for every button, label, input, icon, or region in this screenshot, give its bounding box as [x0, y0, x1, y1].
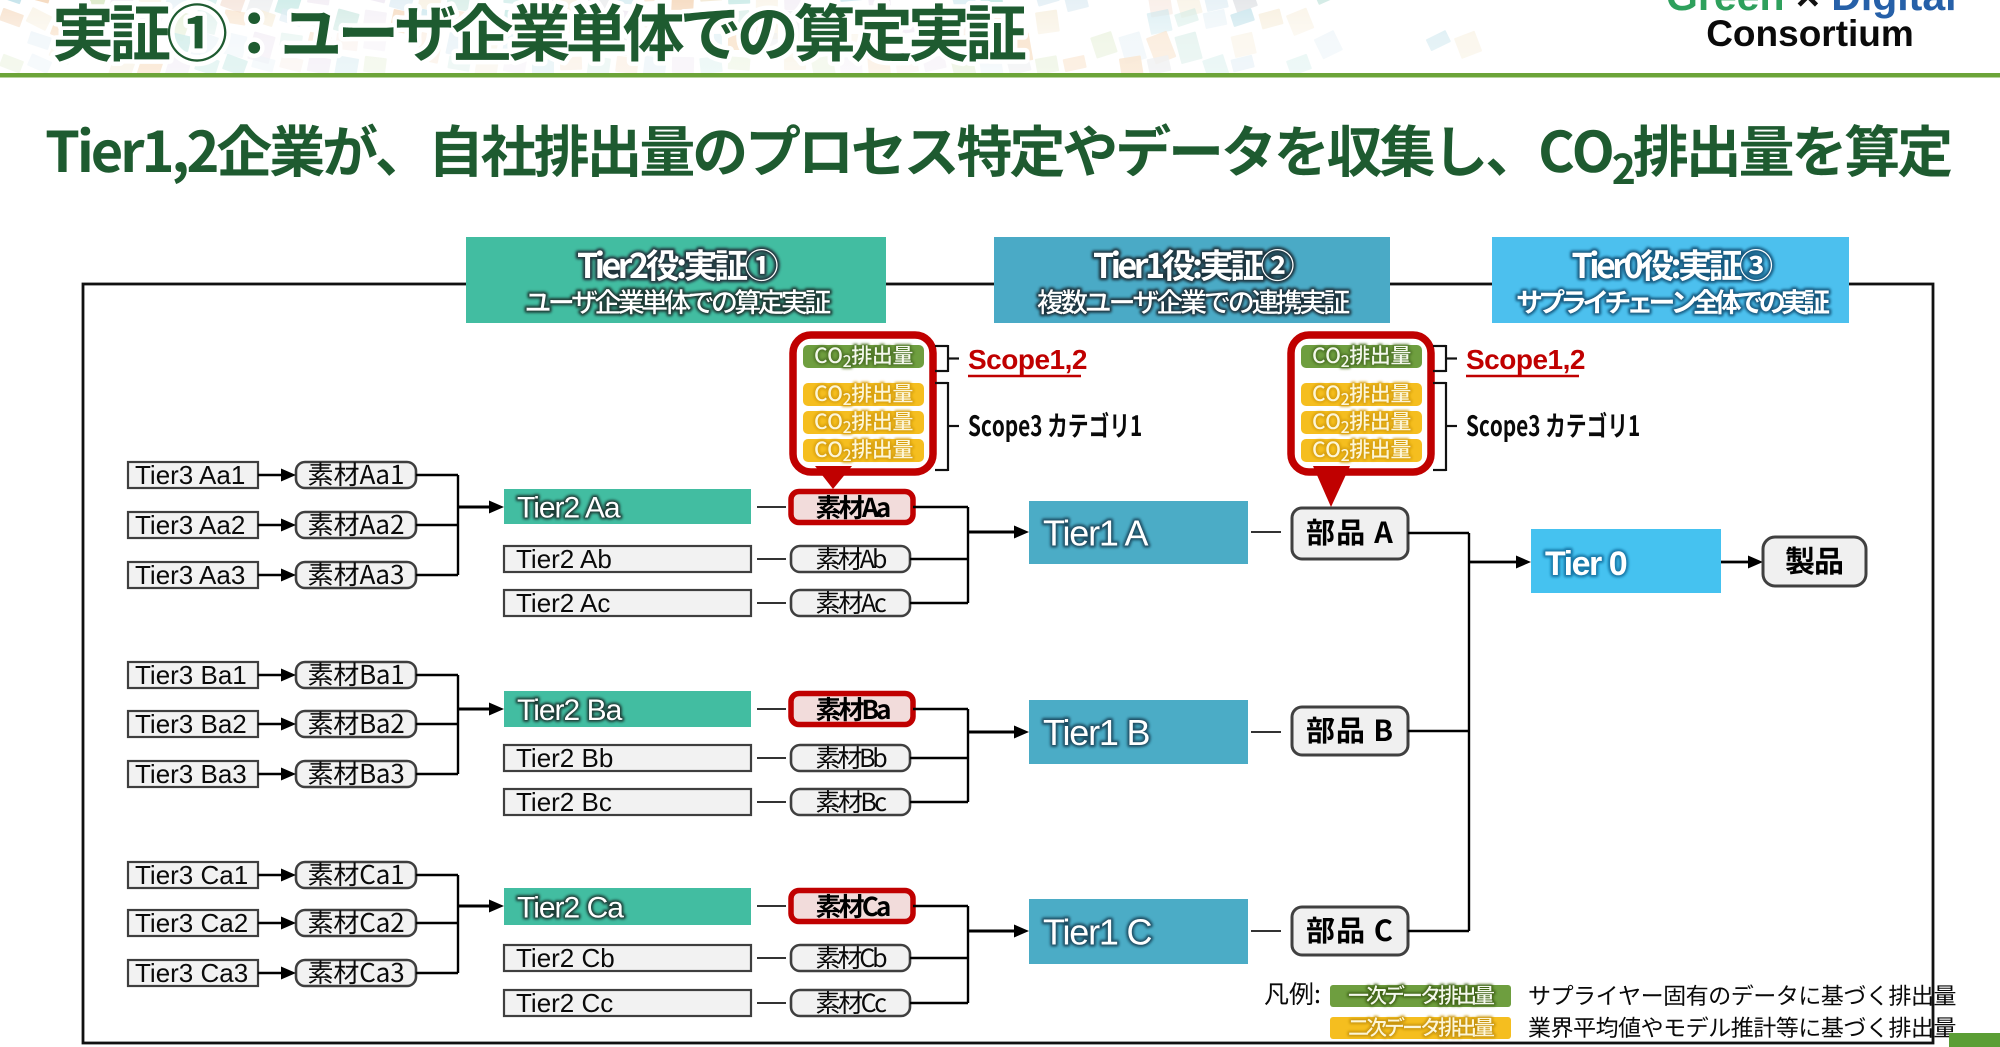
svg-text:Tier1 A: Tier1 A	[1043, 513, 1148, 554]
svg-text:Tier2 Ab: Tier2 Ab	[516, 544, 612, 574]
svg-text:Tier2 Aa: Tier2 Aa	[517, 492, 621, 525]
svg-text:Tier1 C: Tier1 C	[1043, 912, 1151, 953]
svg-text:Tier3 Ba2: Tier3 Ba2	[135, 709, 247, 739]
svg-text:Tier1 B: Tier1 B	[1043, 712, 1149, 753]
svg-text:Tier3 Ba3: Tier3 Ba3	[135, 759, 247, 789]
svg-text:Consortium: Consortium	[1706, 13, 1914, 54]
svg-text:Tier1 A: Tier1 A	[1043, 513, 1148, 554]
svg-text:Tier2 Ac: Tier2 Ac	[516, 588, 610, 618]
svg-text:Tier3 Ca3: Tier3 Ca3	[135, 958, 248, 988]
svg-text:Tier2 Cb: Tier2 Cb	[516, 943, 615, 973]
svg-text:Scope1,2: Scope1,2	[1466, 344, 1585, 375]
svg-text:Tier3 Ba1: Tier3 Ba1	[135, 660, 247, 690]
svg-text:Tier2 Ca: Tier2 Ca	[517, 892, 624, 925]
svg-text:Tier 0: Tier 0	[1545, 545, 1627, 583]
svg-text:Tier 0: Tier 0	[1545, 545, 1627, 583]
svg-text:Green × Digital: Green × Digital	[1666, 0, 1957, 19]
svg-text:Tier2 Cc: Tier2 Cc	[516, 988, 613, 1018]
svg-text:Tier2 Ba: Tier2 Ba	[517, 694, 623, 727]
svg-text:Tier2 Ca: Tier2 Ca	[517, 892, 624, 925]
svg-text:Tier3 Ca2: Tier3 Ca2	[135, 908, 248, 938]
svg-text:Tier1 C: Tier1 C	[1043, 912, 1151, 953]
svg-text:Tier2 Aa: Tier2 Aa	[517, 492, 621, 525]
svg-text:Tier3 Ca1: Tier3 Ca1	[135, 860, 248, 890]
svg-text:Tier1 B: Tier1 B	[1043, 712, 1149, 753]
svg-text:Tier3 Aa1: Tier3 Aa1	[135, 460, 245, 490]
svg-text:Tier2 Ba: Tier2 Ba	[517, 694, 623, 727]
svg-text:Tier2 Bc: Tier2 Bc	[516, 787, 612, 817]
svg-text:Tier3 Aa2: Tier3 Aa2	[135, 510, 245, 540]
svg-text:Tier3 Aa3: Tier3 Aa3	[135, 560, 245, 590]
svg-text:Tier2 Bb: Tier2 Bb	[516, 743, 613, 773]
svg-text:Scope1,2: Scope1,2	[968, 344, 1087, 375]
